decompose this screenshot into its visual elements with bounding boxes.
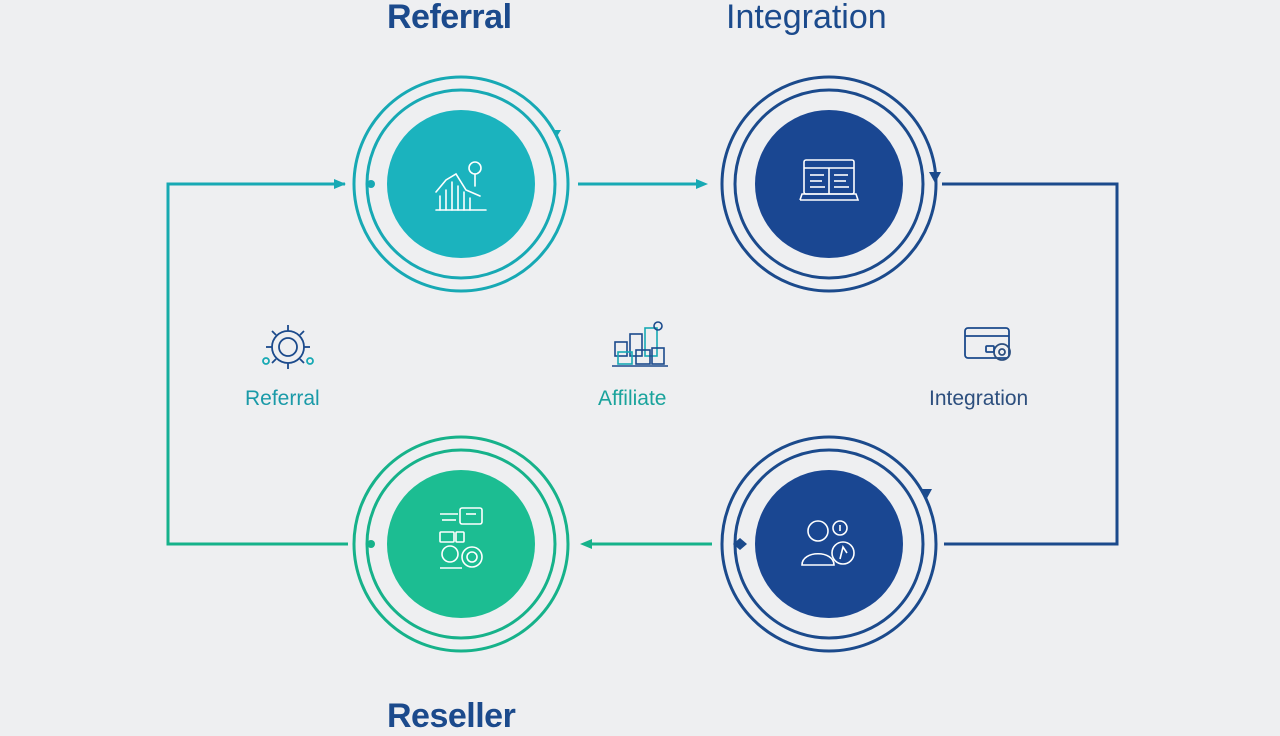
left-loop-arrowhead — [334, 179, 346, 189]
bottom-arrowhead — [580, 539, 592, 549]
node-bottom-right — [720, 435, 938, 653]
node-top-right — [720, 75, 941, 293]
top-arrowhead — [696, 179, 708, 189]
payment-card-icon — [964, 327, 1011, 361]
connectors — [166, 179, 1119, 549]
gear-network-icon — [262, 325, 314, 369]
flow-diagram — [166, 75, 1119, 653]
label-referral: Referral — [245, 387, 320, 410]
users-icon — [801, 520, 855, 566]
analytics-chart-icon — [435, 161, 487, 211]
node-bottom-left — [352, 435, 570, 653]
label-integration: Integration — [929, 387, 1029, 410]
heading-integration: Integration — [726, 0, 887, 36]
dashboard-monitor-icon — [799, 159, 860, 201]
heading-referral: Referral — [387, 0, 512, 36]
right-loop-connector — [942, 182, 1119, 546]
node-top-left — [352, 75, 570, 293]
affiliate-boxes-icon — [612, 321, 668, 367]
reseller-devices-icon — [439, 507, 483, 569]
heading-reseller: Reseller — [387, 697, 516, 735]
label-affiliate: Affiliate — [598, 387, 667, 410]
left-loop-connector — [166, 182, 348, 546]
